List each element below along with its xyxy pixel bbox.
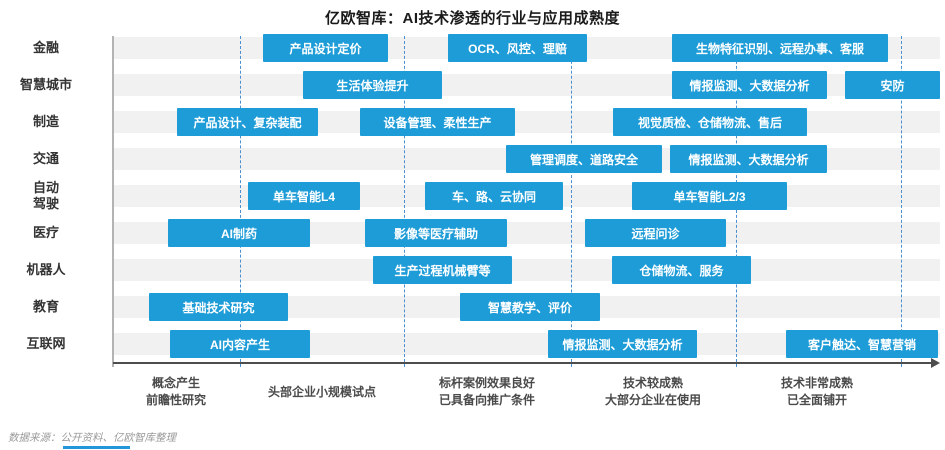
stage-divider-line-5	[901, 36, 902, 367]
row-label: 互联网	[26, 336, 66, 351]
chart-bar: 视觉质检、仓储物流、售后	[613, 108, 807, 136]
chart-bar: 客户触达、智慧营销	[786, 330, 938, 358]
chart-bar: OCR、风控、理赔	[448, 34, 587, 62]
row-stripe	[113, 222, 940, 244]
chart-bar: 基础技术研究	[149, 293, 288, 321]
chart-bar: 生活体验提升	[303, 71, 442, 99]
stage-divider-line-2	[404, 36, 405, 367]
chart-bar: 仓储物流、服务	[612, 256, 751, 284]
chart-bar: 产品设计定价	[263, 34, 388, 62]
chart-bar: 情报监测、大数据分析	[670, 145, 827, 173]
x-axis-arrow-icon	[931, 358, 940, 368]
chart-bar: 产品设计、复杂装配	[177, 108, 318, 136]
row-label: 自动 驾驶	[32, 180, 59, 211]
row-label: 机器人	[26, 262, 66, 277]
chart-bar: 单车智能L4	[248, 182, 360, 210]
row-label: 制造	[32, 114, 59, 129]
chart-bar: AI内容产生	[170, 330, 310, 358]
chart-bar: 管理调度、道路安全	[506, 145, 662, 173]
row-stripe	[113, 259, 940, 281]
stage-label: 标杆案例效果良好 已具备向推广条件	[438, 376, 535, 407]
chart-bar: 影像等医疗辅助	[365, 219, 507, 247]
row-label: 交通	[32, 151, 59, 166]
chart-bar: 生产过程机械臂等	[373, 256, 512, 284]
chart-bar: 远程问诊	[585, 219, 726, 247]
chart-bar: 情报监测、大数据分析	[548, 330, 697, 358]
stage-divider-line-3	[571, 36, 572, 367]
row-stripe	[113, 333, 940, 355]
chart-bar: 生物特征识别、远程办事、客服	[672, 34, 888, 62]
chart-bar: 情报监测、大数据分析	[672, 71, 827, 99]
x-axis-line	[113, 362, 933, 364]
stage-divider-line-1	[240, 36, 241, 367]
chart-bar: 设备管理、柔性生产	[360, 108, 515, 136]
chart-title: 亿欧智库：AI技术渗透的行业与应用成熟度	[324, 10, 620, 27]
row-label: 智慧城市	[19, 77, 72, 92]
y-axis-line	[112, 36, 114, 367]
stage-label: 概念产生 前瞻性研究	[145, 376, 206, 407]
stage-label: 技术较成熟 大部分企业在使用	[604, 376, 701, 407]
chart-bar: 安防	[845, 71, 940, 99]
bottom-accent-line	[63, 446, 130, 449]
stage-label: 头部企业小规模试点	[267, 384, 376, 399]
chart-bar: 智慧教学、评价	[460, 293, 600, 321]
row-label: 医疗	[32, 225, 59, 240]
stage-label: 技术非常成熟 已全面铺开	[780, 376, 853, 407]
chart-bar: 单车智能L2/3	[632, 182, 787, 210]
chart-bar: AI制药	[168, 219, 310, 247]
data-source-note: 数据来源：公开资料、亿欧智库整理	[8, 432, 176, 444]
row-label: 金融	[32, 40, 59, 55]
chart-bar: 车、路、云协同	[425, 182, 563, 210]
row-label: 教育	[32, 299, 59, 314]
